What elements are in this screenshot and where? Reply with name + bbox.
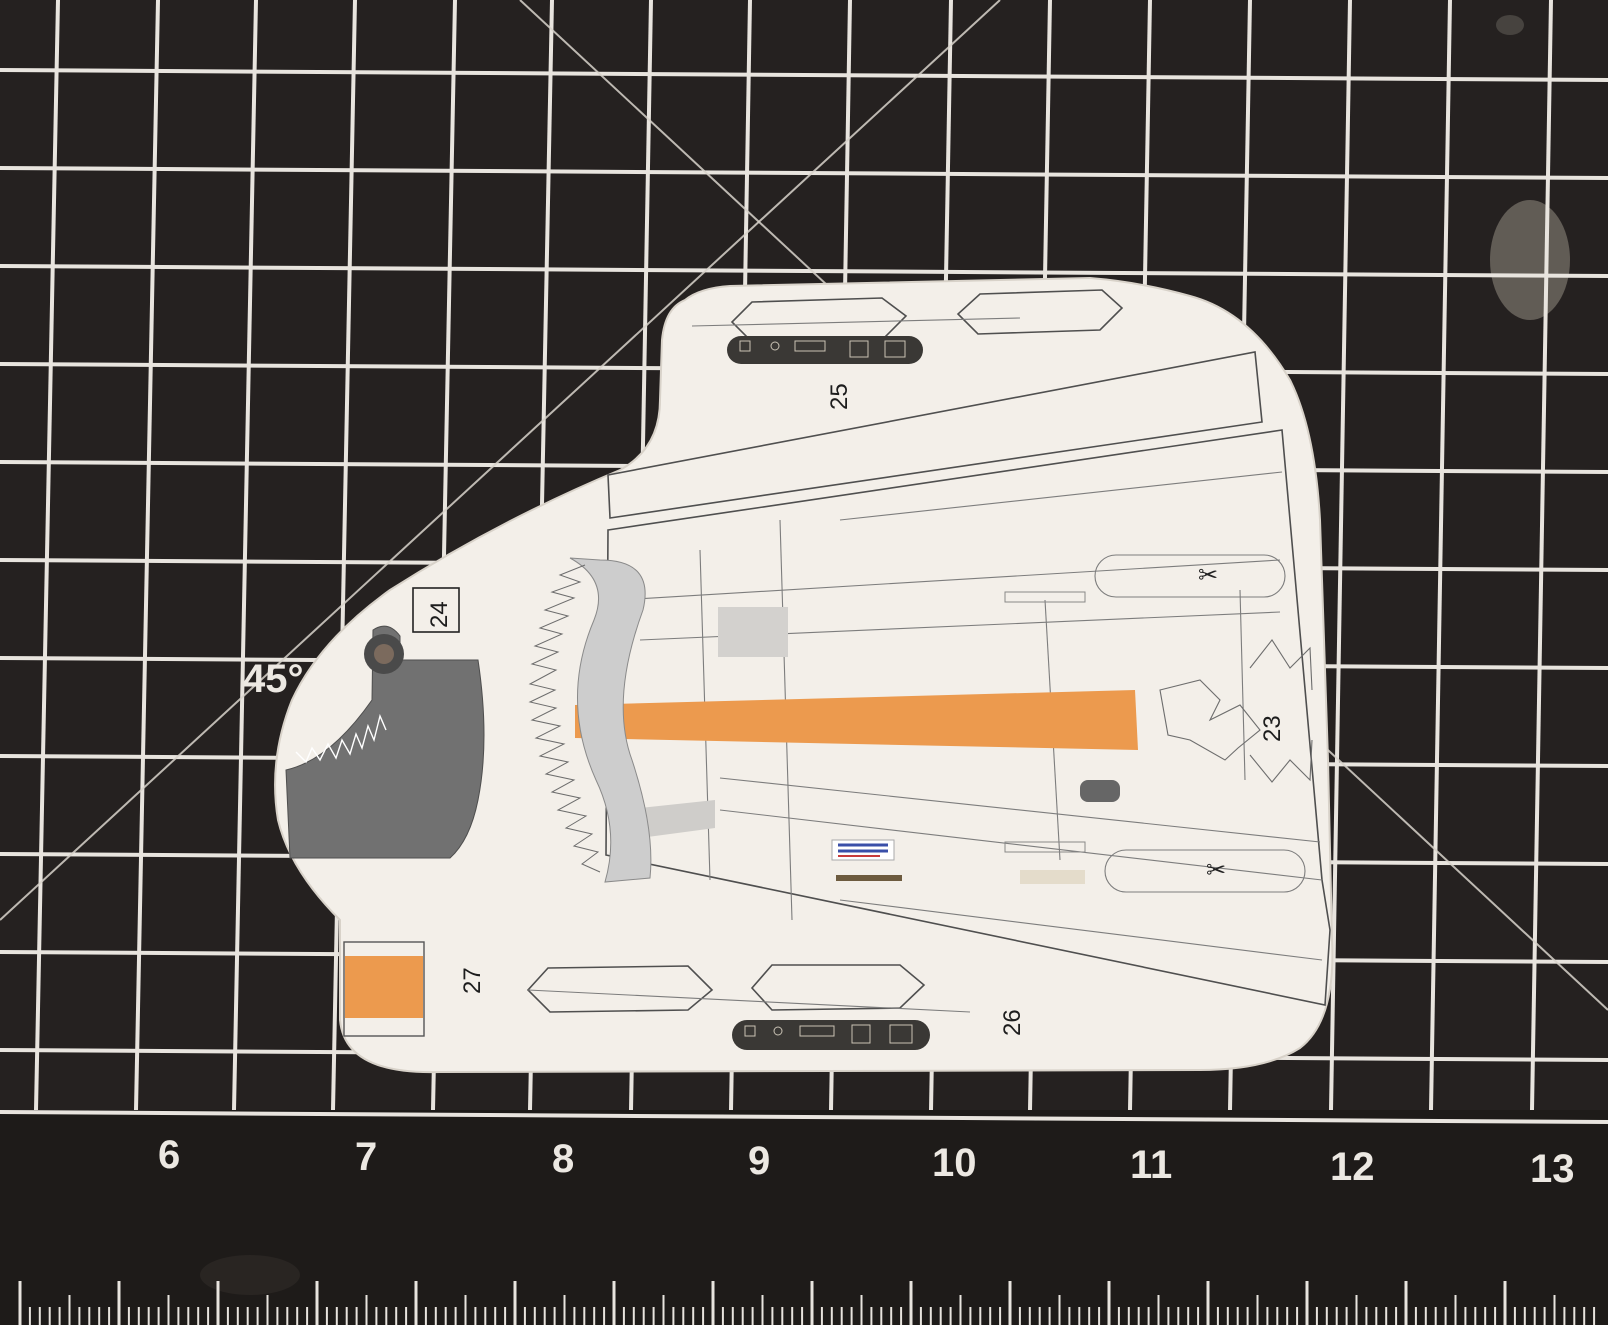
ruler-number-13: 13 <box>1530 1147 1575 1191</box>
part-label-26: 26 <box>999 1009 1026 1036</box>
part-label-27: 27 <box>459 967 486 994</box>
part-27-square: 27 <box>343 941 486 1037</box>
ruler-strip: 6 7 8 9 10 11 12 13 <box>0 1110 1608 1325</box>
part-24-panel: 24 <box>285 587 485 859</box>
ruler-number-10: 10 <box>932 1141 977 1185</box>
part-label-25: 25 <box>826 383 853 410</box>
orange-stripe <box>575 690 1138 750</box>
part-label-23: 23 <box>1259 715 1286 742</box>
ruler-number-11: 11 <box>1130 1143 1172 1187</box>
ruler-number-6: 6 <box>158 1133 180 1177</box>
angle-label: 45° <box>243 657 304 701</box>
scissors-icon: ✂ <box>1198 562 1218 589</box>
part-26-strip: 26 <box>526 964 1026 1050</box>
ruler-number-7: 7 <box>355 1135 377 1179</box>
ruler-number-8: 8 <box>552 1137 574 1181</box>
scissors-icon: ✂ <box>1206 857 1226 884</box>
wing-part: ✂ ✂ 23 <box>528 351 1331 1006</box>
part-25-strip: 25 <box>691 289 1124 410</box>
ruler-number-9: 9 <box>748 1139 770 1183</box>
part-label-24: 24 <box>426 601 453 628</box>
ruler-number-12: 12 <box>1330 1145 1375 1189</box>
